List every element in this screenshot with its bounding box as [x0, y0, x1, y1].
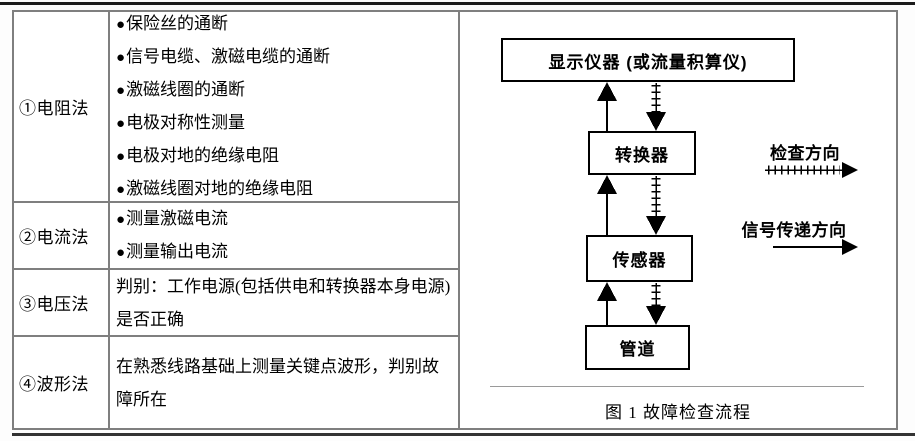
bullet-text: 测量激磁电流: [126, 208, 229, 228]
bullet-text: 信号电缆、激磁电缆的通断: [126, 46, 331, 66]
bullet-icon: ●: [116, 211, 126, 228]
flowchart-arrows: [597, 82, 858, 325]
method-cell-waveform: ④波形法: [14, 337, 110, 428]
method-cell-current: ②电流法: [14, 203, 110, 270]
check-down-arrow-1: [646, 83, 666, 131]
check-down-arrow-2: [646, 176, 666, 235]
method-description: 判别：工作电源(包括供电和转换器本身电源)是否正确: [116, 276, 451, 329]
bullet-line: ●激磁线圈对地的绝缘电阻: [116, 173, 454, 206]
bullet-icon: ●: [116, 16, 126, 33]
bullet-line: ●激磁线圈的通断: [116, 74, 454, 107]
check-down-arrow-3: [646, 283, 666, 325]
method-description: 在熟悉线路基础上测量关键点波形，判别故障所在: [116, 356, 439, 409]
signal-up-arrow-2: [597, 175, 617, 235]
bullet-line: ●测量激磁电流: [116, 203, 454, 236]
bullet-icon: ●: [116, 82, 126, 99]
bullet-text: 激磁线圈对地的绝缘电阻: [126, 178, 314, 198]
bullet-line: ●测量输出电流: [116, 236, 454, 269]
bullet-text: 保险丝的通断: [126, 13, 229, 33]
bullet-icon: ●: [116, 115, 126, 132]
fault-methods-table: ①电阻法 ●保险丝的通断 ●信号电缆、激磁电缆的通断 ●激磁线圈的通断 ●电极对…: [12, 10, 898, 430]
content-cell-current: ●测量激磁电流 ●测量输出电流: [110, 203, 460, 270]
method-label: ④波形法: [19, 375, 89, 394]
method-cell-voltage: ③电压法: [14, 270, 110, 337]
bullet-icon: ●: [116, 244, 126, 261]
method-label: ①电阻法: [19, 99, 89, 118]
bullet-line: ●电极对地的绝缘电阻: [116, 140, 454, 173]
legend-check-label: 检查方向: [770, 144, 840, 163]
figure-caption: 图 1 故障检查流程: [605, 403, 751, 422]
method-label: ③电压法: [19, 295, 89, 314]
flow-box-pipe: 管道: [585, 325, 690, 370]
flow-box-display-instrument: 显示仪器 (或流量积算仪): [501, 38, 795, 82]
legend-signal-label: 信号传递方向: [741, 221, 847, 240]
content-cell-resistance: ●保险丝的通断 ●信号电缆、激磁电缆的通断 ●激磁线圈的通断 ●电极对称性测量 …: [110, 12, 460, 203]
bullet-text: 电极对地的绝缘电阻: [126, 145, 280, 165]
method-label: ②电流法: [19, 228, 89, 247]
bullet-text: 电极对称性测量: [126, 112, 246, 132]
bullet-line: ●保险丝的通断: [116, 8, 454, 41]
bullet-text: 测量输出电流: [126, 241, 229, 261]
content-cell-voltage: 判别：工作电源(包括供电和转换器本身电源)是否正确: [110, 270, 460, 337]
bullet-icon: ●: [116, 49, 126, 66]
method-cell-resistance: ①电阻法: [14, 12, 110, 203]
figure-cell: 显示仪器 (或流量积算仪) 转换器 传感器 管道 检查方向 信号传递方向 图 1…: [460, 12, 896, 428]
content-cell-waveform: 在熟悉线路基础上测量关键点波形，判别故障所在: [110, 337, 460, 428]
legend-signal-arrow: [773, 239, 858, 255]
bottom-rule: [12, 433, 915, 436]
signal-up-arrow-3: [597, 282, 617, 325]
flow-box-sensor: 传感器: [586, 235, 693, 282]
bullet-line: ●信号电缆、激磁电缆的通断: [116, 41, 454, 74]
signal-up-arrow-1: [597, 82, 617, 131]
bullet-line: ●电极对称性测量: [116, 107, 454, 140]
bullet-icon: ●: [116, 181, 126, 198]
top-rule: [0, 2, 915, 5]
bullet-text: 激磁线圈的通断: [126, 79, 246, 99]
flow-box-converter: 转换器: [588, 131, 696, 175]
bullet-icon: ●: [116, 148, 126, 165]
caption-divider: [490, 386, 864, 387]
legend-check-arrow: [765, 162, 858, 178]
